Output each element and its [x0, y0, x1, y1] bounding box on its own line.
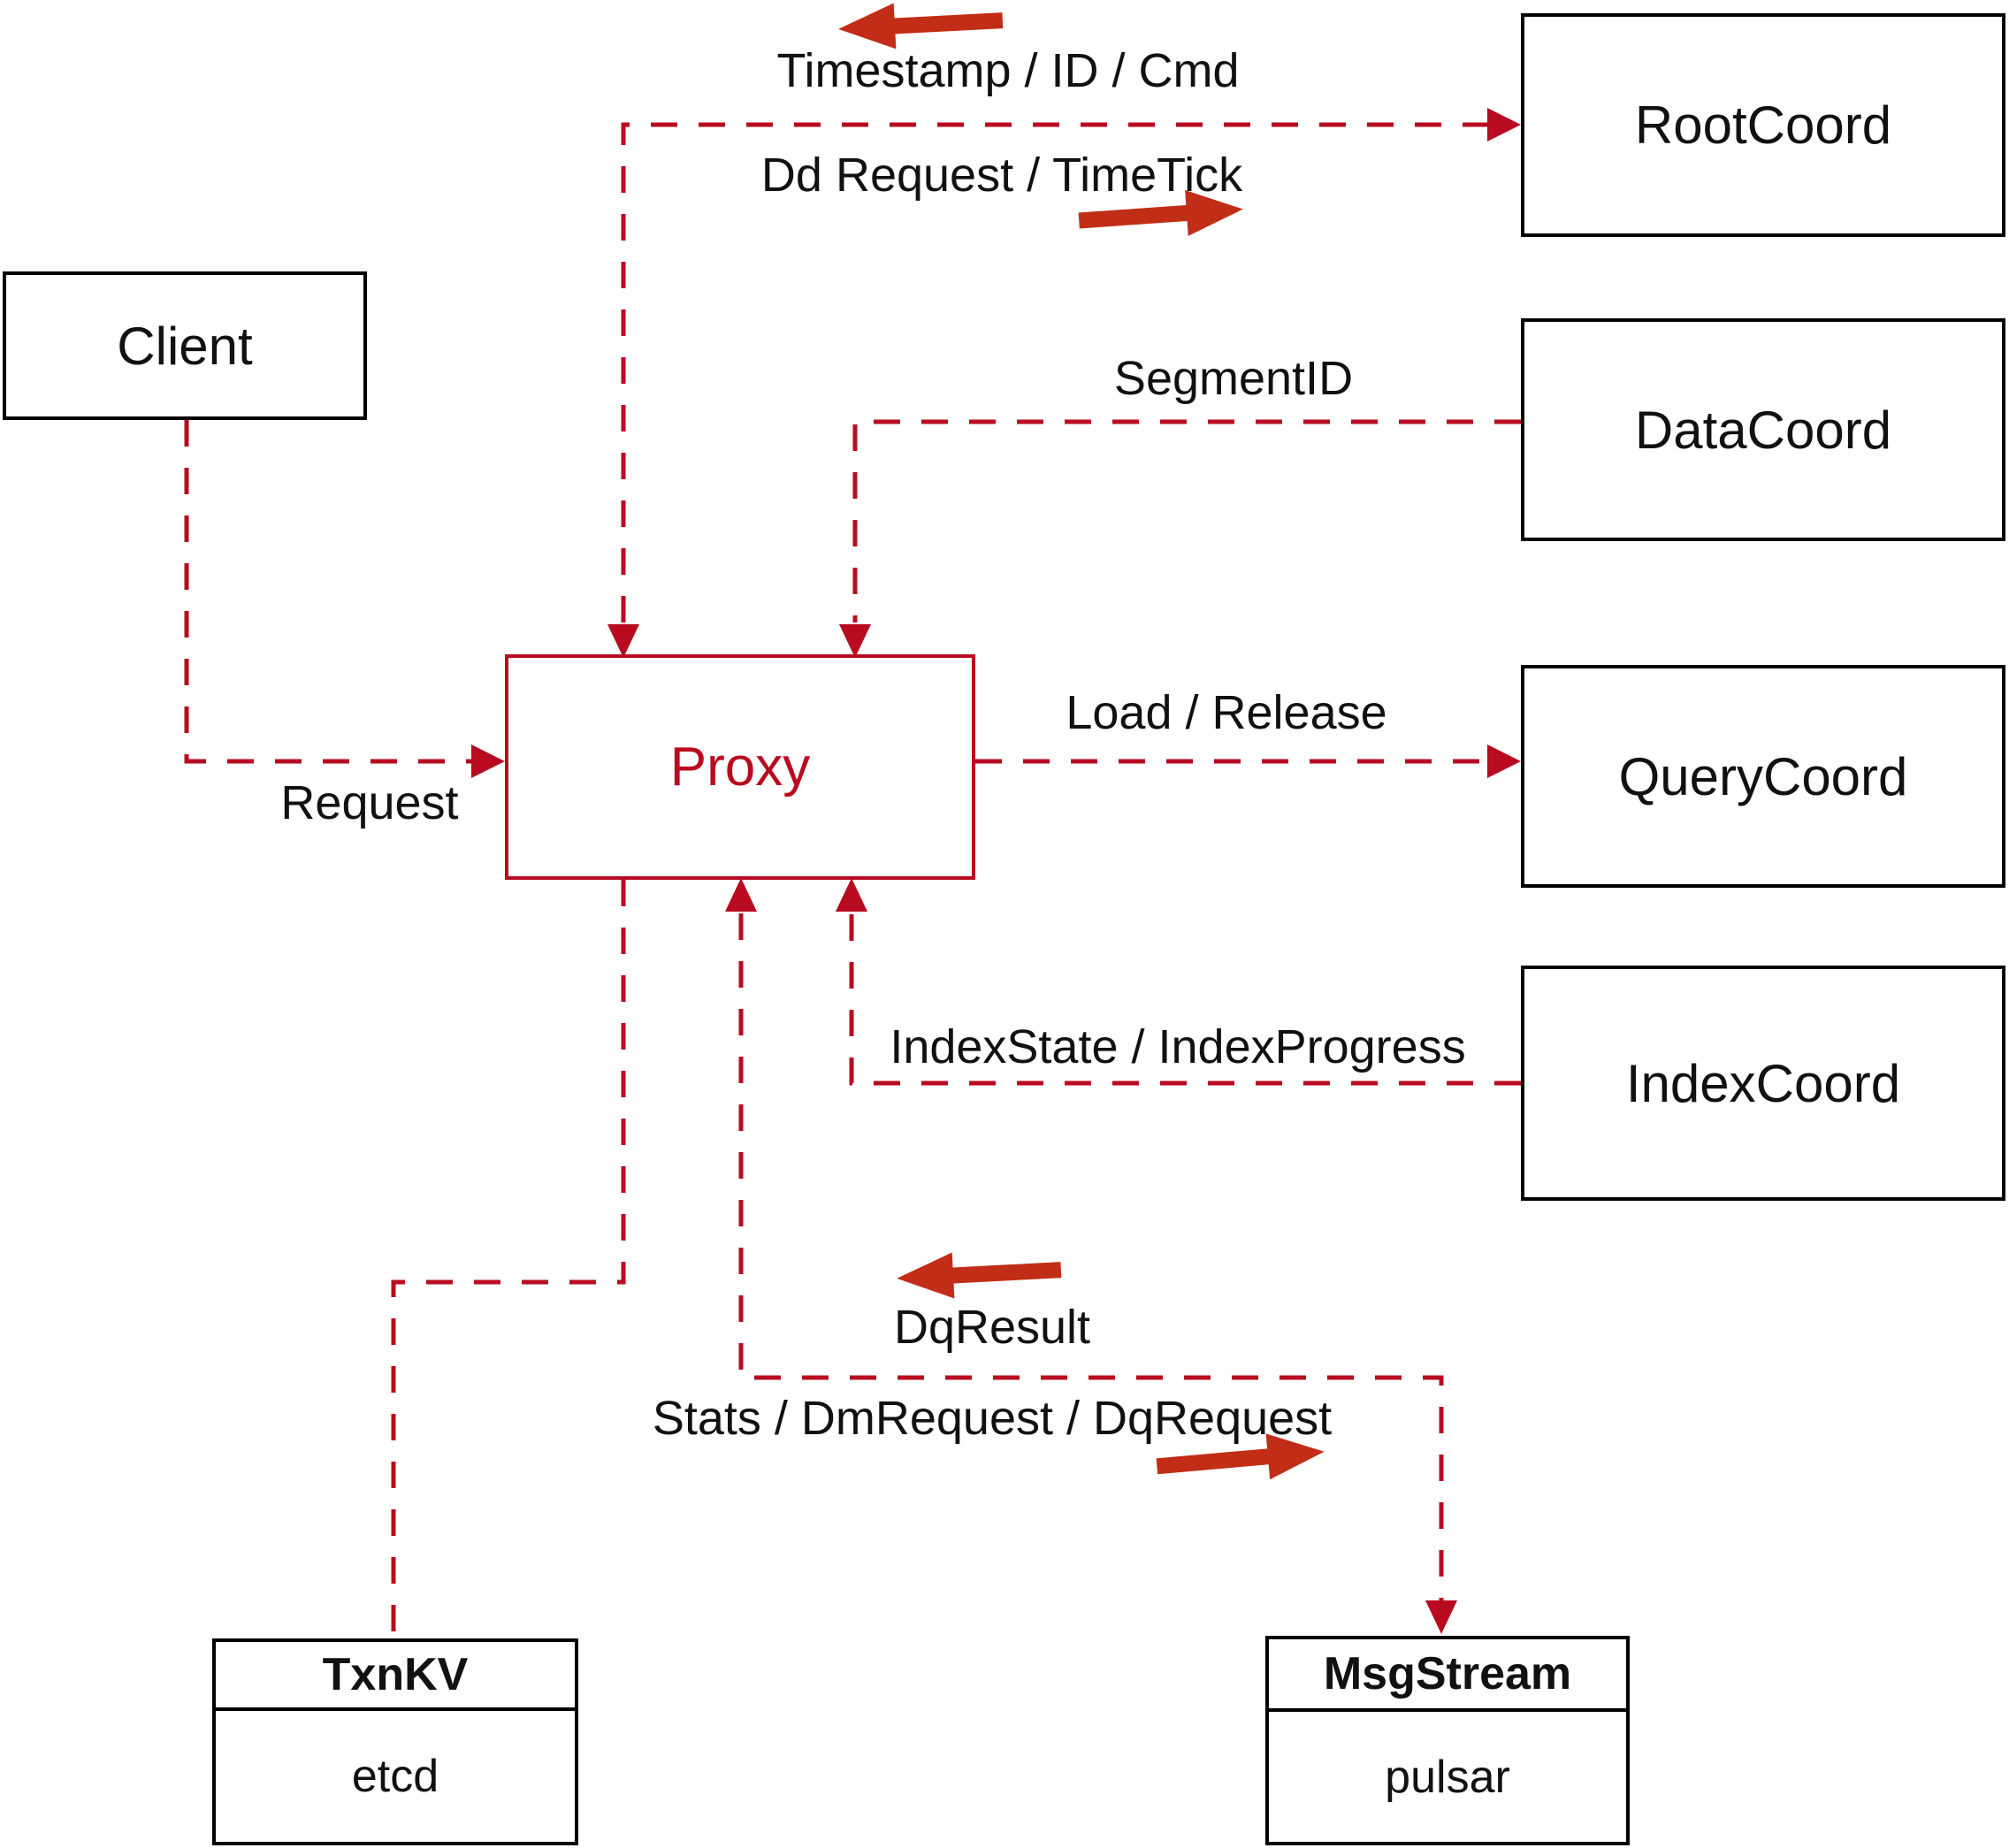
- edge-label-request: Request: [280, 776, 459, 829]
- edge-datacoord-proxy: [852, 419, 1521, 622]
- node-msgstream-title: MsgStream: [1269, 1639, 1626, 1712]
- direction-arrow-left-dq-result-icon: [897, 1252, 1062, 1299]
- edge-label-load-release: Load / Release: [1066, 686, 1387, 739]
- edge-proxy-msgstream: [738, 913, 1444, 1600]
- arrowhead-down-into-msgstream-icon: [1425, 1600, 1457, 1634]
- node-msgstream: MsgStream pulsar: [1265, 1636, 1630, 1845]
- node-querycoord: QueryCoord: [1521, 665, 2005, 888]
- node-txnkv-impl: etcd: [351, 1751, 439, 1802]
- arrowhead-down-into-proxy-left-icon: [607, 624, 639, 658]
- node-client-label: Client: [117, 316, 253, 376]
- arrowhead-up-into-proxy-right-icon: [836, 878, 867, 912]
- arrowhead-up-into-proxy-middle-icon: [725, 878, 757, 912]
- node-datacoord-label: DataCoord: [1634, 400, 1892, 460]
- edge-client-proxy: [184, 420, 471, 764]
- arrowhead-down-into-proxy-right-icon: [839, 624, 871, 658]
- edge-label-segment-id: SegmentID: [1113, 352, 1354, 405]
- node-txnkv-title: TxnKV: [216, 1642, 575, 1711]
- node-proxy: Proxy: [505, 654, 975, 880]
- node-indexcoord: IndexCoord: [1521, 966, 2005, 1201]
- node-rootcoord-label: RootCoord: [1634, 95, 1892, 155]
- node-querycoord-label: QueryCoord: [1618, 746, 1908, 806]
- edge-label-dq-result: DqResult: [893, 1301, 1091, 1354]
- node-indexcoord-label: IndexCoord: [1625, 1053, 1901, 1113]
- edge-label-dd-request: Dd Request / TimeTick: [760, 149, 1243, 202]
- edge-label-timestamp: Timestamp / ID / Cmd: [776, 44, 1240, 97]
- arrowhead-right-into-rootcoord-icon: [1487, 108, 1521, 141]
- arrowhead-right-into-proxy-icon: [471, 745, 505, 778]
- arrowhead-right-into-querycoord-icon: [1487, 745, 1521, 778]
- node-datacoord: DataCoord: [1521, 318, 2005, 541]
- node-rootcoord: RootCoord: [1521, 13, 2005, 237]
- node-txnkv: TxnKV etcd: [212, 1638, 578, 1845]
- node-client: Client: [3, 271, 367, 420]
- edge-proxy-txnkv: [391, 880, 626, 1637]
- edge-label-stats: Stats / DmRequest / DqRequest: [652, 1392, 1333, 1445]
- node-proxy-label: Proxy: [669, 737, 811, 798]
- node-msgstream-impl: pulsar: [1385, 1751, 1510, 1803]
- edge-label-index-state: IndexState / IndexProgress: [890, 1020, 1466, 1073]
